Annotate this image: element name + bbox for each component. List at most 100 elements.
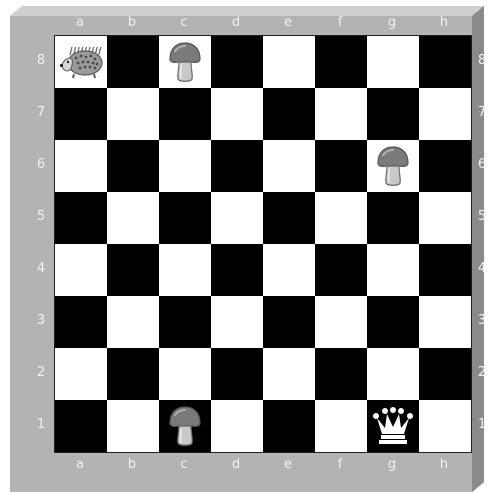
square-e6[interactable]: [263, 140, 315, 192]
file-label-h-top: h: [418, 13, 470, 33]
square-b6[interactable]: [107, 140, 159, 192]
rank-label-6-right: 6: [473, 155, 491, 175]
square-b5[interactable]: [107, 192, 159, 244]
rank-label-4-right: 4: [473, 259, 491, 279]
square-a4[interactable]: [55, 244, 107, 296]
square-g6[interactable]: [367, 140, 419, 192]
rank-label-2-right: 2: [473, 363, 491, 383]
chess-board: [54, 35, 472, 453]
square-a5[interactable]: [55, 192, 107, 244]
file-label-e-top: e: [262, 13, 314, 33]
square-b4[interactable]: [107, 244, 159, 296]
square-c2[interactable]: [159, 348, 211, 400]
square-g3[interactable]: [367, 296, 419, 348]
square-e4[interactable]: [263, 244, 315, 296]
square-b7[interactable]: [107, 88, 159, 140]
square-e8[interactable]: [263, 36, 315, 88]
square-a3[interactable]: [55, 296, 107, 348]
square-g4[interactable]: [367, 244, 419, 296]
square-d3[interactable]: [211, 296, 263, 348]
square-c7[interactable]: [159, 88, 211, 140]
square-b8[interactable]: [107, 36, 159, 88]
square-c6[interactable]: [159, 140, 211, 192]
file-label-d-bottom: d: [210, 455, 262, 475]
square-g5[interactable]: [367, 192, 419, 244]
square-f7[interactable]: [315, 88, 367, 140]
file-label-h-bottom: h: [418, 455, 470, 475]
rank-label-8-left: 8: [32, 51, 50, 71]
mushroom-icon[interactable]: [168, 41, 202, 83]
file-label-a-top: a: [54, 13, 106, 33]
mushroom-icon[interactable]: [376, 145, 410, 187]
file-label-e-bottom: e: [262, 455, 314, 475]
file-label-f-top: f: [314, 13, 366, 33]
rank-label-3-right: 3: [473, 311, 491, 331]
square-h7[interactable]: [419, 88, 471, 140]
square-a1[interactable]: [55, 400, 107, 452]
rank-label-2-left: 2: [32, 363, 50, 383]
square-h8[interactable]: [419, 36, 471, 88]
square-d6[interactable]: [211, 140, 263, 192]
square-f4[interactable]: [315, 244, 367, 296]
square-b2[interactable]: [107, 348, 159, 400]
square-h3[interactable]: [419, 296, 471, 348]
file-label-g-bottom: g: [366, 455, 418, 475]
file-label-b-bottom: b: [106, 455, 158, 475]
square-h2[interactable]: [419, 348, 471, 400]
file-label-b-top: b: [106, 13, 158, 33]
rank-label-8-right: 8: [473, 51, 491, 71]
square-c8[interactable]: [159, 36, 211, 88]
rank-label-5-left: 5: [32, 207, 50, 227]
square-g2[interactable]: [367, 348, 419, 400]
rank-label-3-left: 3: [32, 311, 50, 331]
square-g8[interactable]: [367, 36, 419, 88]
square-d1[interactable]: [211, 400, 263, 452]
square-g1[interactable]: [367, 400, 419, 452]
rank-label-5-right: 5: [473, 207, 491, 227]
file-label-g-top: g: [366, 13, 418, 33]
square-h6[interactable]: [419, 140, 471, 192]
square-h1[interactable]: [419, 400, 471, 452]
mushroom-icon[interactable]: [168, 405, 202, 447]
square-d4[interactable]: [211, 244, 263, 296]
square-c5[interactable]: [159, 192, 211, 244]
square-f1[interactable]: [315, 400, 367, 452]
rank-label-6-left: 6: [32, 155, 50, 175]
file-label-c-top: c: [158, 13, 210, 33]
square-d7[interactable]: [211, 88, 263, 140]
square-b3[interactable]: [107, 296, 159, 348]
square-c3[interactable]: [159, 296, 211, 348]
square-f8[interactable]: [315, 36, 367, 88]
square-f2[interactable]: [315, 348, 367, 400]
square-e1[interactable]: [263, 400, 315, 452]
square-f3[interactable]: [315, 296, 367, 348]
square-d8[interactable]: [211, 36, 263, 88]
rank-label-7-right: 7: [473, 103, 491, 123]
square-h5[interactable]: [419, 192, 471, 244]
rank-label-7-left: 7: [32, 103, 50, 123]
hedgehog-icon[interactable]: [58, 45, 104, 79]
file-label-c-bottom: c: [158, 455, 210, 475]
square-e2[interactable]: [263, 348, 315, 400]
file-label-a-bottom: a: [54, 455, 106, 475]
square-e7[interactable]: [263, 88, 315, 140]
square-a2[interactable]: [55, 348, 107, 400]
square-a8[interactable]: [55, 36, 107, 88]
file-label-f-bottom: f: [314, 455, 366, 475]
square-e5[interactable]: [263, 192, 315, 244]
square-c1[interactable]: [159, 400, 211, 452]
square-a7[interactable]: [55, 88, 107, 140]
queen-icon[interactable]: [373, 407, 413, 445]
square-d2[interactable]: [211, 348, 263, 400]
square-c4[interactable]: [159, 244, 211, 296]
file-label-d-top: d: [210, 13, 262, 33]
square-a6[interactable]: [55, 140, 107, 192]
square-f5[interactable]: [315, 192, 367, 244]
square-e3[interactable]: [263, 296, 315, 348]
square-d5[interactable]: [211, 192, 263, 244]
square-g7[interactable]: [367, 88, 419, 140]
square-f6[interactable]: [315, 140, 367, 192]
square-h4[interactable]: [419, 244, 471, 296]
square-b1[interactable]: [107, 400, 159, 452]
rank-label-1-right: 1: [473, 415, 491, 435]
